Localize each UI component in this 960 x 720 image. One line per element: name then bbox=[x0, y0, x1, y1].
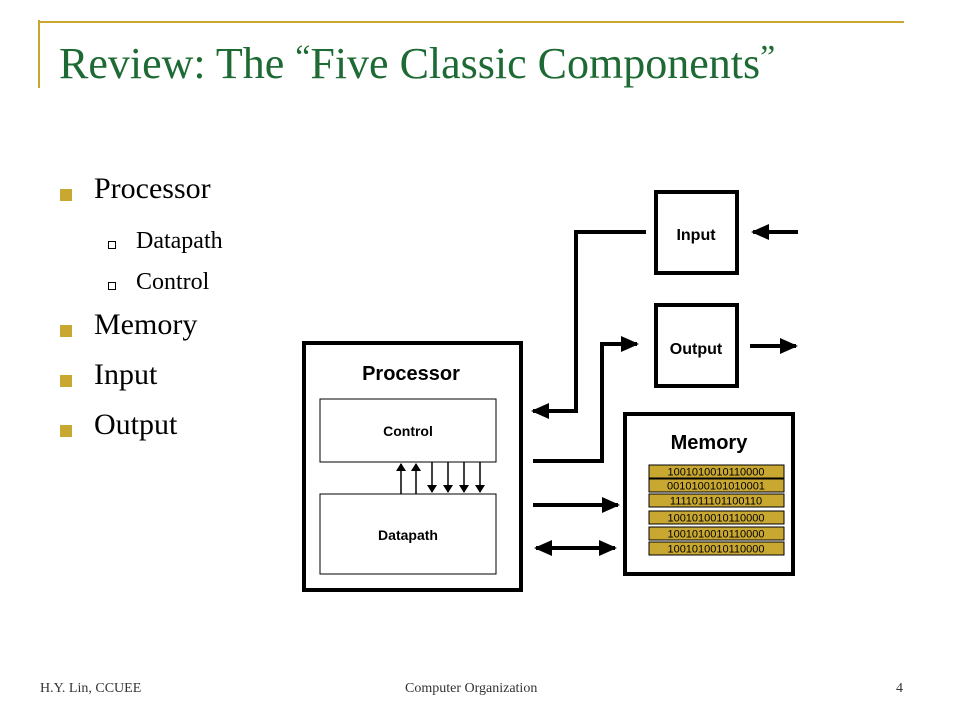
memory-word-text: 1001010010110000 bbox=[667, 529, 764, 541]
input-to-processor-arrow bbox=[531, 230, 646, 419]
output-box bbox=[654, 303, 739, 388]
hollow-square-bullet-icon bbox=[108, 241, 116, 249]
title-open-quote: “ bbox=[295, 39, 311, 76]
bullet-label: Memory bbox=[94, 308, 198, 341]
sub-bullet-label: Control bbox=[136, 269, 210, 295]
memory-word-text: 1001010010110000 bbox=[667, 513, 764, 525]
square-bullet-icon bbox=[60, 189, 72, 201]
square-bullet-icon bbox=[60, 375, 72, 387]
input-box bbox=[654, 190, 739, 275]
memory-word-cell bbox=[648, 464, 785, 479]
sub-bullet-label: Datapath bbox=[136, 228, 223, 254]
frame-horizontal-rule bbox=[38, 21, 904, 23]
square-bullet-icon bbox=[60, 425, 72, 437]
footer-page-number: 4 bbox=[896, 681, 903, 696]
memory-word-cell bbox=[648, 510, 785, 525]
datapath-label: Datapath bbox=[378, 527, 438, 543]
frame-vertical-rule bbox=[38, 20, 40, 88]
memory-label: Memory bbox=[671, 432, 749, 454]
output-label: Output bbox=[670, 341, 723, 358]
title-prefix: Review: The bbox=[59, 39, 296, 88]
processor-label: Processor bbox=[362, 363, 460, 385]
memory-word-cell bbox=[648, 493, 785, 508]
title-text: Five Classic Components bbox=[310, 39, 761, 88]
bullet-label: Output bbox=[94, 408, 178, 441]
bullet-label: Input bbox=[94, 358, 158, 391]
datapath-box bbox=[319, 493, 497, 575]
footer-course: Computer Organization bbox=[405, 681, 538, 696]
square-bullet-icon bbox=[60, 325, 72, 337]
slide-title: Review: The “Five Classic Components” bbox=[59, 38, 775, 89]
input-label: Input bbox=[676, 227, 716, 244]
memory-word-text: 1001010010110000 bbox=[667, 467, 764, 479]
title-close-quote: ” bbox=[760, 39, 776, 76]
hollow-square-bullet-icon bbox=[108, 282, 116, 290]
processor-to-output-arrow bbox=[533, 336, 639, 463]
memory-word-text: 1001010010110000 bbox=[667, 544, 764, 556]
memory-word-cell bbox=[648, 541, 785, 556]
control-label: Control bbox=[383, 423, 433, 439]
control-box bbox=[319, 398, 497, 463]
memory-words bbox=[648, 464, 785, 556]
memory-word-text: 1111011101100110 bbox=[670, 496, 762, 508]
memory-word-text: 0010100101010001 bbox=[667, 481, 765, 493]
footer-author: H.Y. Lin, CCUEE bbox=[40, 681, 142, 696]
memory-word-cell bbox=[648, 526, 785, 541]
memory-word-cell bbox=[648, 478, 785, 493]
bullet-label: Processor bbox=[94, 172, 211, 205]
